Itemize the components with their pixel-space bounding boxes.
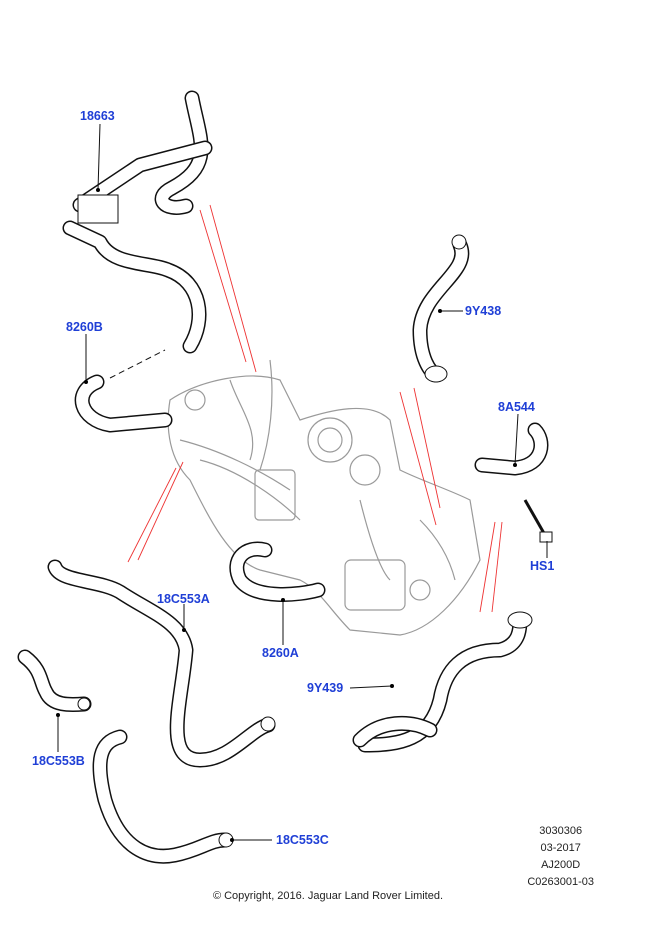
diagram-meta: 3030306 03-2017 AJ200D C0263001-03 — [527, 823, 594, 891]
date: 03-2017 — [540, 842, 581, 854]
copyright: © Copyright, 2016. Jaguar Land Rover Lim… — [212, 890, 444, 902]
label-18C553C[interactable]: 18C553C — [276, 833, 329, 847]
label-9Y439[interactable]: 9Y439 — [307, 681, 344, 695]
label-8A544[interactable]: 8A544 — [498, 400, 535, 414]
hose-18C553A[interactable] — [47, 559, 276, 768]
hose-18C553B[interactable] — [17, 649, 92, 713]
label-9Y438[interactable]: 9Y438 — [465, 304, 502, 318]
label-8260B[interactable]: 8260B — [66, 320, 103, 334]
bolt-HS1[interactable] — [523, 499, 553, 543]
engine-block-outline — [167, 359, 481, 636]
red-guide-lines — [127, 204, 503, 613]
hose-9Y439[interactable] — [352, 611, 533, 753]
illustration-code: C0263001-03 — [527, 876, 594, 888]
label-18C553B[interactable]: 18C553B — [32, 754, 85, 768]
engine-code: AJ200D — [541, 859, 581, 871]
hose-9Y438[interactable] — [412, 234, 470, 383]
hose-18663[interactable] — [62, 90, 213, 354]
ref-number: 3030306 — [539, 825, 583, 837]
label-18663[interactable]: 18663 — [80, 109, 115, 123]
hose-8260B[interactable] — [74, 349, 173, 433]
hose-8A544[interactable] — [474, 422, 549, 476]
label-18C553A[interactable]: 18C553A — [157, 592, 210, 606]
label-HS1[interactable]: HS1 — [530, 559, 555, 573]
label-8260A[interactable]: 8260A — [262, 646, 299, 660]
hose-8260A[interactable] — [229, 541, 326, 602]
leader-lines — [56, 123, 548, 842]
